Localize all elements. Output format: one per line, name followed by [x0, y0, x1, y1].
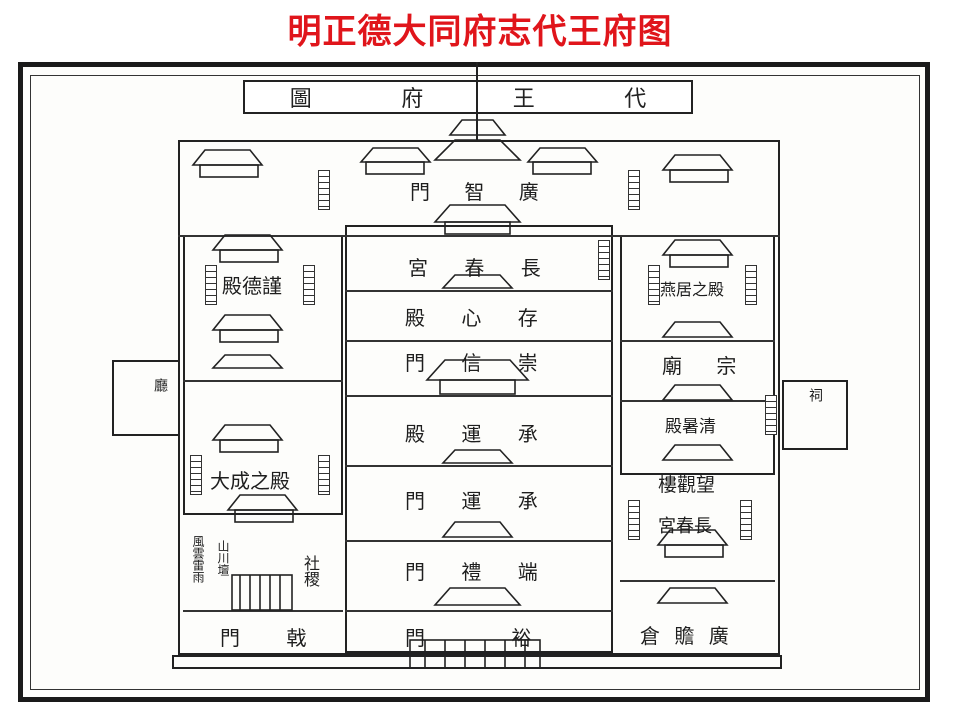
gate-pillar [205, 265, 217, 305]
gate-pillar [740, 500, 752, 540]
label-chengyun-gate: 門 運 承 [405, 489, 538, 513]
gate-pillar [318, 455, 330, 495]
label-yanju-hall: 燕居之殿 [660, 280, 725, 299]
gate-pillar [598, 240, 610, 280]
label-chengyun-hall: 殿 運 承 [405, 422, 538, 446]
label-zong-temple: 廟 宗 [662, 354, 737, 378]
label-fengyun: 風雲雷雨 [191, 535, 205, 583]
gate-pillar [765, 395, 777, 435]
divider [620, 400, 775, 402]
plaque-char: 代 [624, 87, 647, 112]
label-jinde-hall: 殿德謹 [222, 274, 282, 298]
plaque-char: 王 [512, 87, 535, 112]
divider [620, 340, 775, 342]
label-dacheng-hall: 大成之殿 [210, 469, 290, 493]
label-east-annex: 祠 [807, 388, 823, 402]
label-west-annex: 廳 [152, 378, 168, 392]
divider [178, 235, 780, 237]
central-axis-line [476, 62, 478, 142]
divider [345, 340, 613, 342]
label-guangzhan-granary: 倉 贍 廣 [640, 624, 729, 648]
east-annex [782, 380, 848, 450]
divider [183, 380, 343, 382]
label-yu-gate: 門 裕 [405, 626, 532, 650]
divider [183, 610, 343, 612]
label-shanchuan: 山川壇 [216, 540, 230, 576]
gate-pillar [190, 455, 202, 495]
map-inner-frame [30, 75, 920, 690]
label-sheji: 社稷 [301, 555, 320, 587]
label-duanli-gate: 門 禮 端 [405, 560, 538, 584]
divider [345, 540, 613, 542]
label-cunxin-hall: 殿 心 存 [405, 306, 538, 330]
divider [345, 465, 613, 467]
label-qingshu-hall: 殿暑清 [665, 417, 716, 437]
divider [345, 290, 613, 292]
divider [345, 610, 613, 612]
west-annex [112, 360, 180, 436]
label-wangjue-tower: 樓觀望 [658, 474, 716, 496]
gate-pillar [648, 265, 660, 305]
label-chongxin-gate: 門 信 崇 [405, 351, 538, 375]
plaque-char: 圖 [289, 87, 312, 112]
divider [345, 395, 613, 397]
gate-pillar [628, 500, 640, 540]
gate-pillar [303, 265, 315, 305]
label-zhan-gate: 門 戟 [220, 626, 307, 650]
plaque: 圖 府 王 代 [243, 80, 693, 114]
central-court [345, 225, 613, 653]
label-changchun-palace2: 宮春長 [658, 516, 712, 537]
gate-pillar [628, 170, 640, 210]
gate-pillar [318, 170, 330, 210]
gate-pillar [745, 265, 757, 305]
label-changchun-palace: 宮 春 長 [408, 256, 541, 280]
map-title: 明正德大同府志代王府图 [287, 12, 673, 52]
plaque-char: 府 [401, 87, 424, 112]
label-guangzhi-gate: 門 智 廣 [410, 180, 539, 204]
divider [620, 580, 775, 582]
